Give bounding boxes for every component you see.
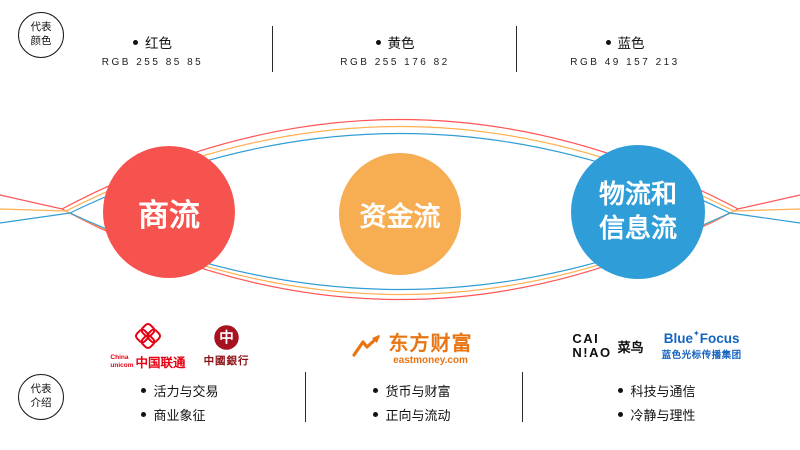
flow-label-capital: 资金流 [359,201,441,232]
unicom-en-line1: China [110,354,129,362]
bullet-icon [618,412,624,417]
bluefocus-word-blue: Blue [663,331,694,346]
eastmoney-wordmark: 东方财富 eastmoney.com [389,327,473,366]
color-name: 红色 [145,36,172,51]
unicom-knot-icon [134,323,161,349]
flow-label-logistics-line2: 信息流 [598,213,677,243]
logo-row: China unicom 中国联通 中 中國銀行 [110,318,249,374]
color-item-yellow: 黄色 RGB 255 176 82 [295,32,495,68]
cainiao-en-line1: CAI [572,331,600,347]
bottom-divider-1 [305,372,306,422]
top-divider-1 [272,26,273,72]
color-legend-label-line2: 颜色 [30,35,52,47]
cainiao-logo: CAI N!AO 菜鸟 [572,332,643,359]
boc-coin-symbol: 中 [219,329,234,347]
intro-legend-label-line2: 介绍 [30,397,52,409]
intro-bullets-commerce: 活力与交易 商业象征 [141,381,219,424]
bullet-item: 货币与财富 [373,381,451,400]
bluefocus-star-icon: ✦ [693,329,700,338]
unicom-wordmark: China unicom 中国联通 [110,352,185,371]
color-legend-label-line1: 代表 [30,21,52,34]
bullet-icon [373,412,379,417]
intro-bullets-capital: 货币与财富 正向与流动 [373,381,451,424]
bullet-text: 商业象征 [153,408,206,423]
bullet-text: 科技与通信 [630,384,696,399]
bluefocus-logo: Blue ✦ Focus 蓝色光标传播集团 [661,329,742,362]
cainiao-wordmark-cn: 菜鸟 [617,339,644,355]
intro-legend-label: 代表 介绍 [18,374,64,420]
eastmoney-swoosh-icon [351,335,380,357]
intro-bullets-logistics: 科技与通信 冷静与理性 [618,381,696,424]
color-name: 蓝色 [617,36,645,51]
flow-label-logistics-line1: 物流和 [598,179,677,210]
bullet-item: 活力与交易 [141,381,219,400]
bluefocus-word-focus: Focus [699,331,740,346]
flow-circle-logistics-info: 物流和 信息流 [571,145,705,279]
color-rgb-value: RGB 255 85 85 [101,57,204,68]
bullet-text: 冷静与理性 [630,408,696,423]
logo-row: CAI N!AO 菜鸟 Blue ✦ Focus 蓝色光标传播集团 [572,318,741,374]
intro-column-logistics-info: CAI N!AO 菜鸟 Blue ✦ Focus 蓝色光标传播集团 科技与通信 [528,318,786,424]
bullet-item: 商业象征 [141,405,218,424]
cainiao-wordmark-en: CAI N!AO [572,332,611,359]
bottom-divider-2 [522,372,523,422]
bank-of-china-logo: 中 中國銀行 [204,324,250,368]
top-divider-2 [516,26,517,72]
bullet-icon [141,388,147,393]
flow-circle-capital: 资金流 [339,153,461,275]
cainiao-en-line2: N!AO [572,345,612,360]
eastmoney-logo: 东方财富 eastmoney.com [351,327,473,366]
bullet-icon [618,388,624,393]
color-name-row: 红色 [133,32,172,52]
flow-label-commerce: 商流 [138,197,200,233]
intro-legend-label-line1: 代表 [30,383,52,396]
bullet-text: 正向与流动 [385,408,451,423]
color-name-row: 黄色 [375,32,415,52]
bullet-text: 货币与财富 [385,384,451,399]
bullet-icon [605,39,611,45]
bullet-text: 活力与交易 [153,384,219,399]
bullet-item: 冷静与理性 [618,405,696,424]
unicom-wordmark-en: China unicom [110,354,133,369]
unicom-wordmark-cn: 中国联通 [135,356,186,370]
logo-row: 东方财富 eastmoney.com [351,318,473,374]
intro-column-capital: 东方财富 eastmoney.com 货币与财富 正向与流动 [312,318,512,424]
china-unicom-logo: China unicom 中国联通 [110,321,186,371]
boc-coin-icon: 中 [214,325,239,350]
bullet-icon [375,39,381,45]
flow-circle-commerce: 商流 [103,146,235,278]
color-name-row: 蓝色 [605,32,645,52]
bullet-icon [141,412,147,417]
bullet-item: 正向与流动 [373,405,451,424]
color-rgb-value: RGB 49 157 213 [570,57,680,68]
boc-wordmark: 中國銀行 [203,356,250,367]
intro-column-commerce: China unicom 中国联通 中 中國銀行 活力与交易 [60,318,300,424]
color-legend-label: 代表 颜色 [18,12,64,58]
bluefocus-wordmark-cn: 蓝色光标传播集团 [661,350,742,361]
color-item-red: 红色 RGB 255 85 85 [55,32,250,68]
bullet-item: 科技与通信 [618,381,696,400]
color-item-blue: 蓝色 RGB 49 157 213 [525,32,725,68]
eastmoney-wordmark-cn: 东方财富 [388,332,473,355]
color-rgb-value: RGB 255 176 82 [340,57,450,68]
bullet-icon [373,388,379,393]
color-name: 黄色 [387,36,415,51]
eastmoney-wordmark-en: eastmoney.com [393,354,468,366]
bluefocus-wordmark: Blue ✦ Focus [663,329,740,347]
unicom-en-line2: unicom [110,361,134,369]
bullet-icon [133,39,138,45]
